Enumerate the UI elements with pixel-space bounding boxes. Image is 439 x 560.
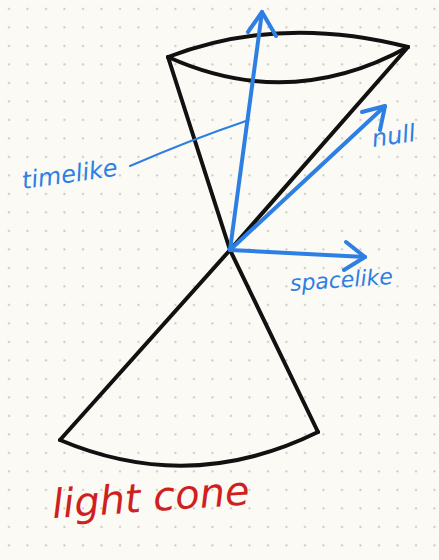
arrowhead <box>248 12 276 36</box>
cone-rim <box>60 432 318 466</box>
spacelike-vector <box>230 250 365 257</box>
leader-line <box>130 121 246 166</box>
cone-edge <box>60 250 230 440</box>
vector-label: null <box>370 120 417 152</box>
cone-outline <box>60 33 408 466</box>
cone-edge <box>168 57 230 250</box>
cone-rim <box>168 47 408 82</box>
vectors <box>130 12 385 270</box>
arrowhead <box>344 242 365 270</box>
timelike-vector <box>230 12 262 250</box>
null-vector <box>230 106 385 250</box>
cone-rim <box>168 33 408 57</box>
